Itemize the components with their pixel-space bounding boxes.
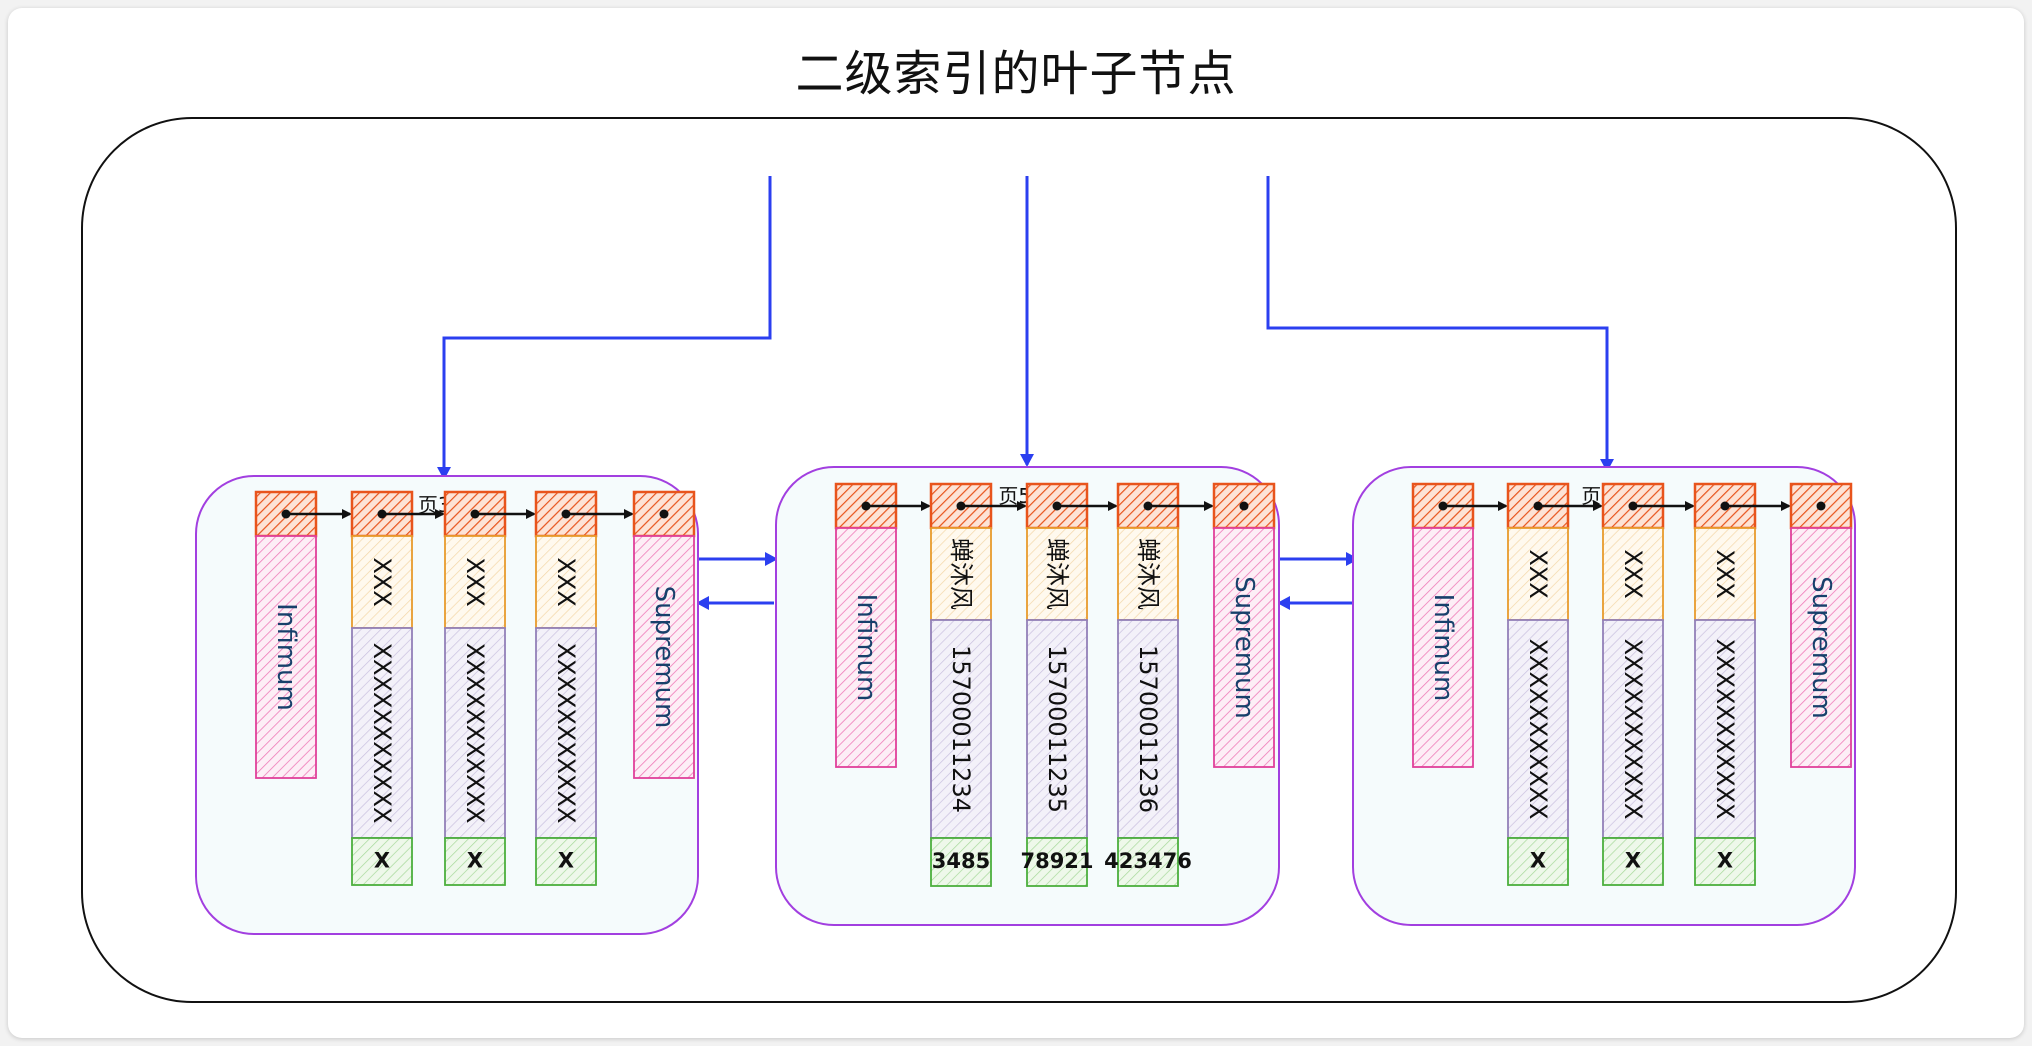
supremum-record bbox=[1213, 527, 1275, 768]
index-value-cell bbox=[535, 627, 597, 839]
primary-key-text: X bbox=[374, 849, 390, 873]
primary-key-text: X bbox=[558, 849, 574, 873]
pointer-dot bbox=[1720, 501, 1730, 511]
primary-key-text: X bbox=[1625, 849, 1641, 873]
pointer-dot bbox=[1628, 501, 1638, 511]
infimum-label: Infimum bbox=[851, 594, 881, 702]
index-key-text: XXX bbox=[1619, 549, 1647, 598]
index-key-text: XXX bbox=[552, 557, 580, 606]
primary-key-text: 423476 bbox=[1104, 849, 1192, 873]
supremum-label: Supremum bbox=[1229, 576, 1259, 719]
primary-key-cell bbox=[1602, 837, 1664, 886]
index-value-text: XXXXXXXXXXX bbox=[461, 643, 489, 824]
pointer-dot bbox=[861, 501, 871, 511]
index-key-cell bbox=[351, 535, 413, 629]
diagram-title: 二级索引的叶子节点 bbox=[795, 46, 1237, 102]
parent-pointer-page81 bbox=[1266, 176, 1614, 472]
pointer-dot bbox=[1533, 501, 1543, 511]
pointer-dot bbox=[470, 509, 480, 519]
leaf-page-1: 页512InfimumSupremum蝉沐风157000112343485蝉沐风… bbox=[775, 466, 1280, 926]
index-value-cell bbox=[1602, 619, 1664, 839]
index-key-text: 蝉沐风 bbox=[947, 538, 975, 610]
index-key-cell bbox=[1694, 527, 1756, 621]
leaf-page-2: 页81InfimumSupremumXXXXXXXXXXXXXXXXXXXXXX… bbox=[1352, 466, 1856, 926]
primary-key-cell bbox=[535, 837, 597, 886]
index-key-text: 蝉沐风 bbox=[1134, 538, 1162, 610]
index-value-text: 15700011235 bbox=[1043, 645, 1071, 813]
index-value-text: XXXXXXXXXXX bbox=[368, 643, 396, 824]
primary-key-cell bbox=[351, 837, 413, 886]
index-key-cell bbox=[1117, 527, 1179, 621]
primary-key-cell bbox=[930, 837, 992, 887]
primary-key-cell bbox=[1507, 837, 1569, 886]
index-value-text: XXXXXXXXXXX bbox=[1619, 639, 1647, 820]
pointer-dot bbox=[1239, 501, 1249, 511]
primary-key-cell bbox=[444, 837, 506, 886]
infimum-record bbox=[835, 527, 897, 768]
pointer-dot bbox=[1438, 501, 1448, 511]
supremum-record bbox=[633, 535, 695, 779]
primary-key-cell bbox=[1117, 837, 1179, 887]
supremum-record bbox=[1790, 527, 1852, 768]
primary-key-text: X bbox=[467, 849, 483, 873]
supremum-label: Supremum bbox=[649, 586, 679, 729]
pointer-dot bbox=[561, 509, 571, 519]
index-key-text: XXX bbox=[461, 557, 489, 606]
index-key-text: 蝉沐风 bbox=[1043, 538, 1071, 610]
primary-key-text: X bbox=[1530, 849, 1546, 873]
pointer-dot bbox=[1143, 501, 1153, 511]
infimum-label: Infimum bbox=[1428, 594, 1458, 702]
tree-container bbox=[81, 117, 1957, 1003]
pointer-dot bbox=[659, 509, 669, 519]
index-value-text: 15700011234 bbox=[947, 645, 975, 813]
pointer-dot bbox=[956, 501, 966, 511]
pointer-dot bbox=[281, 509, 291, 519]
supremum-label: Supremum bbox=[1806, 576, 1836, 719]
index-value-text: 15700011236 bbox=[1134, 645, 1162, 813]
index-value-text: XXXXXXXXXXX bbox=[1711, 639, 1739, 820]
index-key-text: XXX bbox=[1524, 549, 1552, 598]
primary-key-text: 3485 bbox=[932, 849, 990, 873]
index-key-text: XXX bbox=[1711, 549, 1739, 598]
index-key-text: XXX bbox=[368, 557, 396, 606]
pointer-dot bbox=[1816, 501, 1826, 511]
primary-key-text: 78921 bbox=[1020, 849, 1093, 873]
pointer-dot bbox=[377, 509, 387, 519]
infimum-record bbox=[1412, 527, 1474, 768]
infimum-record bbox=[255, 535, 317, 779]
infimum-label: Infimum bbox=[271, 603, 301, 711]
index-value-cell bbox=[444, 627, 506, 839]
primary-key-cell bbox=[1026, 837, 1088, 887]
index-key-cell bbox=[1026, 527, 1088, 621]
leaf-page-0: 页321InfimumSupremumXXXXXXXXXXXXXXXXXXXXX… bbox=[195, 475, 699, 935]
index-value-text: XXXXXXXXXXX bbox=[1524, 639, 1552, 820]
index-value-text: XXXXXXXXXXX bbox=[552, 643, 580, 824]
pointer-dot bbox=[1052, 501, 1062, 511]
index-key-cell bbox=[930, 527, 992, 621]
index-key-cell bbox=[535, 535, 597, 629]
parent-pointer-page321 bbox=[437, 176, 772, 480]
index-value-cell bbox=[1507, 619, 1569, 839]
index-value-cell bbox=[1026, 619, 1088, 839]
primary-key-text: X bbox=[1717, 849, 1733, 873]
index-key-cell bbox=[444, 535, 506, 629]
index-value-cell bbox=[351, 627, 413, 839]
index-value-cell bbox=[1117, 619, 1179, 839]
primary-key-cell bbox=[1694, 837, 1756, 886]
